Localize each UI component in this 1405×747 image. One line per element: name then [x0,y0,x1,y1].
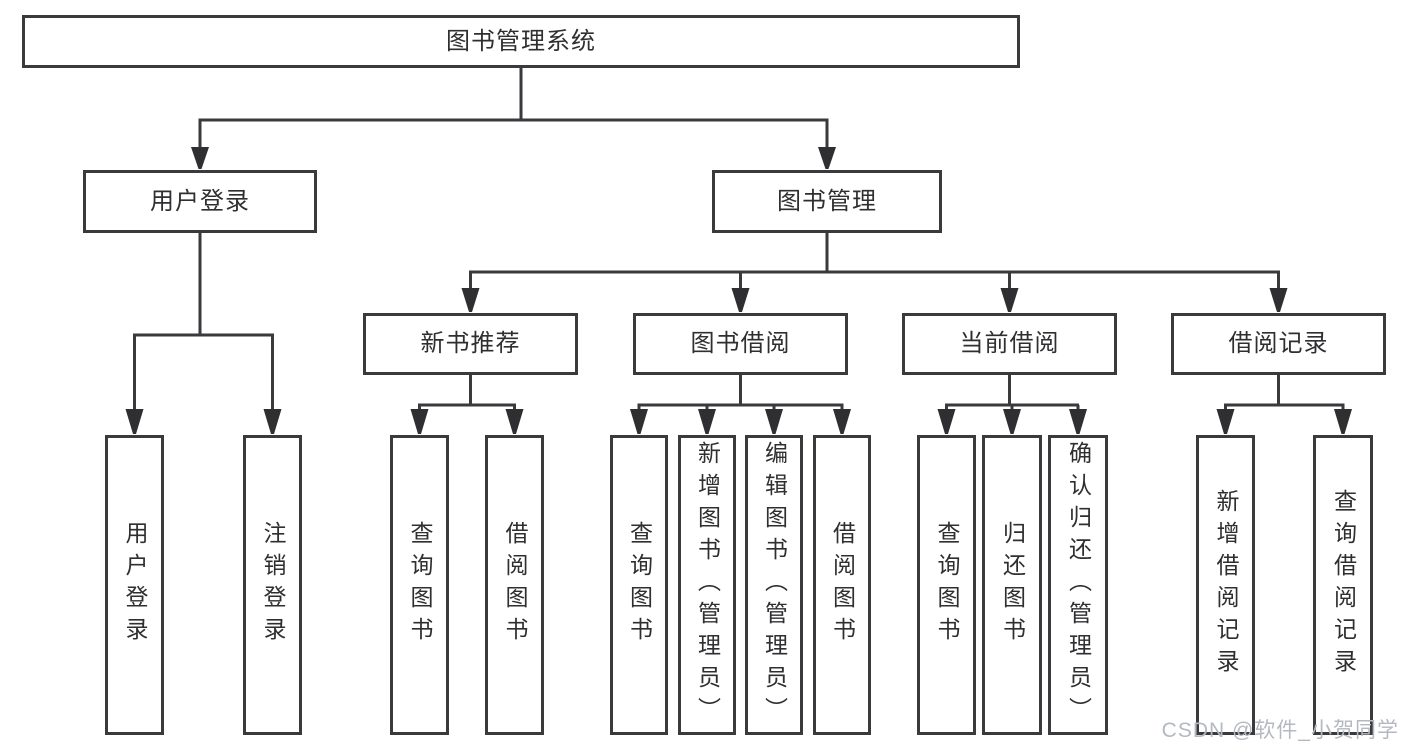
node-label: 新增借阅记录 [1213,489,1239,681]
node-new-book-recommendation: 新书推荐 [363,313,578,375]
leaf-borrow-books: 借阅图书 [813,435,871,735]
node-label: 新书推荐 [420,330,521,357]
node-label: 图书管理系统 [446,27,596,55]
node-label: 借阅图书 [829,521,856,649]
node-label: 图书借阅 [690,330,791,357]
leaf-query-borrow-record: 查询借阅记录 [1313,435,1373,735]
node-label: 查询图书 [626,521,653,649]
node-label: 确认归还（管理员） [1065,441,1092,729]
node-label: 用户登录 [122,521,148,649]
leaf-borrow-books-recommend: 借阅图书 [485,435,544,735]
node-borrowing-records: 借阅记录 [1171,313,1386,375]
node-label: 查询借阅记录 [1330,489,1357,681]
node-label: 注销登录 [260,521,286,649]
node-library-management-system: 图书管理系统 [22,15,1020,68]
node-label: 当前借阅 [959,330,1060,357]
leaf-logout: 注销登录 [243,435,302,735]
node-label: 查询图书 [934,521,960,649]
leaf-edit-books-admin: 编辑图书（管理员） [745,435,803,735]
node-label: 归还图书 [999,521,1026,649]
leaf-query-books-recommend: 查询图书 [390,435,449,735]
leaf-add-books-admin: 新增图书（管理员） [678,435,736,735]
node-label: 用户登录 [150,187,250,215]
node-book-management: 图书管理 [712,170,942,233]
leaf-query-books-current: 查询图书 [917,435,976,735]
node-current-borrowing: 当前借阅 [902,313,1117,375]
node-label: 图书管理 [777,187,877,215]
leaf-user-login: 用户登录 [105,435,164,735]
node-label: 借阅记录 [1228,330,1329,357]
node-user-login: 用户登录 [83,170,317,233]
csdn-watermark: CSDN @软件_小贺同学 [1161,718,1399,742]
node-book-borrowing: 图书借阅 [633,313,848,375]
node-label: 借阅图书 [502,521,528,649]
leaf-return-books: 归还图书 [982,435,1042,735]
arrowheads [125,147,1352,434]
node-label: 查询图书 [407,521,433,649]
leaf-add-borrow-record: 新增借阅记录 [1196,435,1255,735]
node-label: 编辑图书（管理员） [761,441,788,729]
node-label: 新增图书（管理员） [694,441,721,729]
leaf-query-books-borrow: 查询图书 [610,435,668,735]
leaf-confirm-return-admin: 确认归还（管理员） [1048,435,1108,735]
